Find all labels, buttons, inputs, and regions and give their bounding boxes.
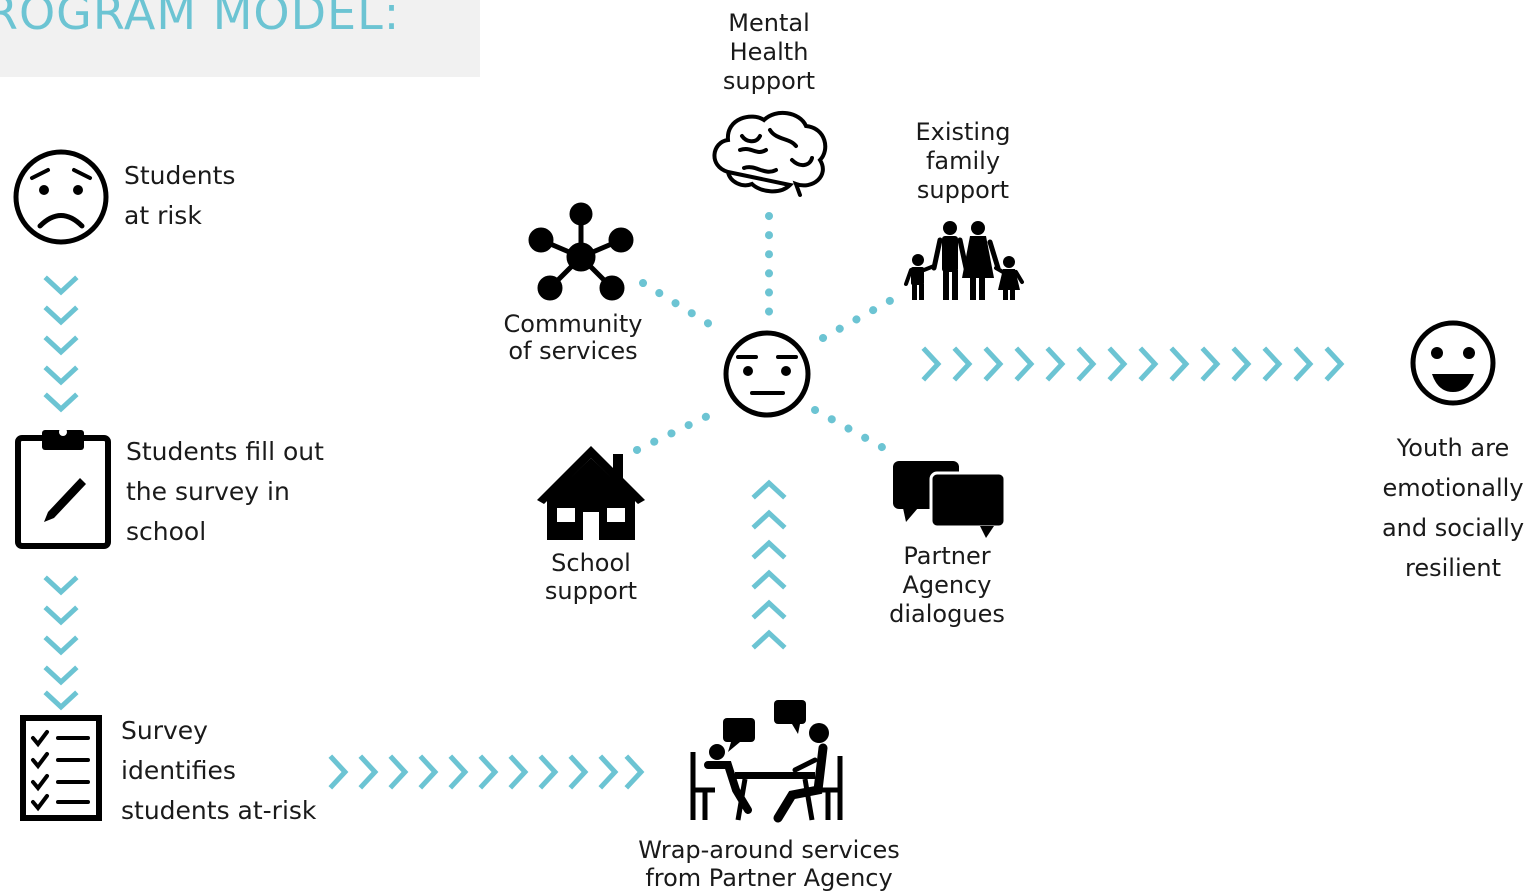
page-title: ROGRAM MODEL:	[0, 0, 401, 40]
checklist-icon	[20, 715, 102, 821]
speech-bubbles-icon	[893, 461, 1007, 538]
clipboard-pencil-icon	[15, 428, 111, 549]
network-icon	[528, 202, 634, 301]
meeting-icon	[690, 700, 843, 823]
house-icon	[537, 446, 645, 540]
chevrons-down-1	[47, 279, 75, 409]
chevrons-right-bottom	[332, 758, 641, 786]
title-banner: ROGRAM MODEL:	[0, 0, 480, 77]
chevrons-right-top	[925, 350, 1341, 378]
family-icon	[904, 221, 1024, 300]
neutral-face-icon	[723, 330, 811, 418]
chevrons-down-2	[47, 579, 75, 707]
dotted-spokes	[633, 212, 902, 460]
brain-icon	[712, 110, 828, 197]
chevrons-up	[755, 483, 783, 646]
worried-face-icon	[13, 149, 109, 245]
happy-face-icon	[1410, 320, 1496, 406]
